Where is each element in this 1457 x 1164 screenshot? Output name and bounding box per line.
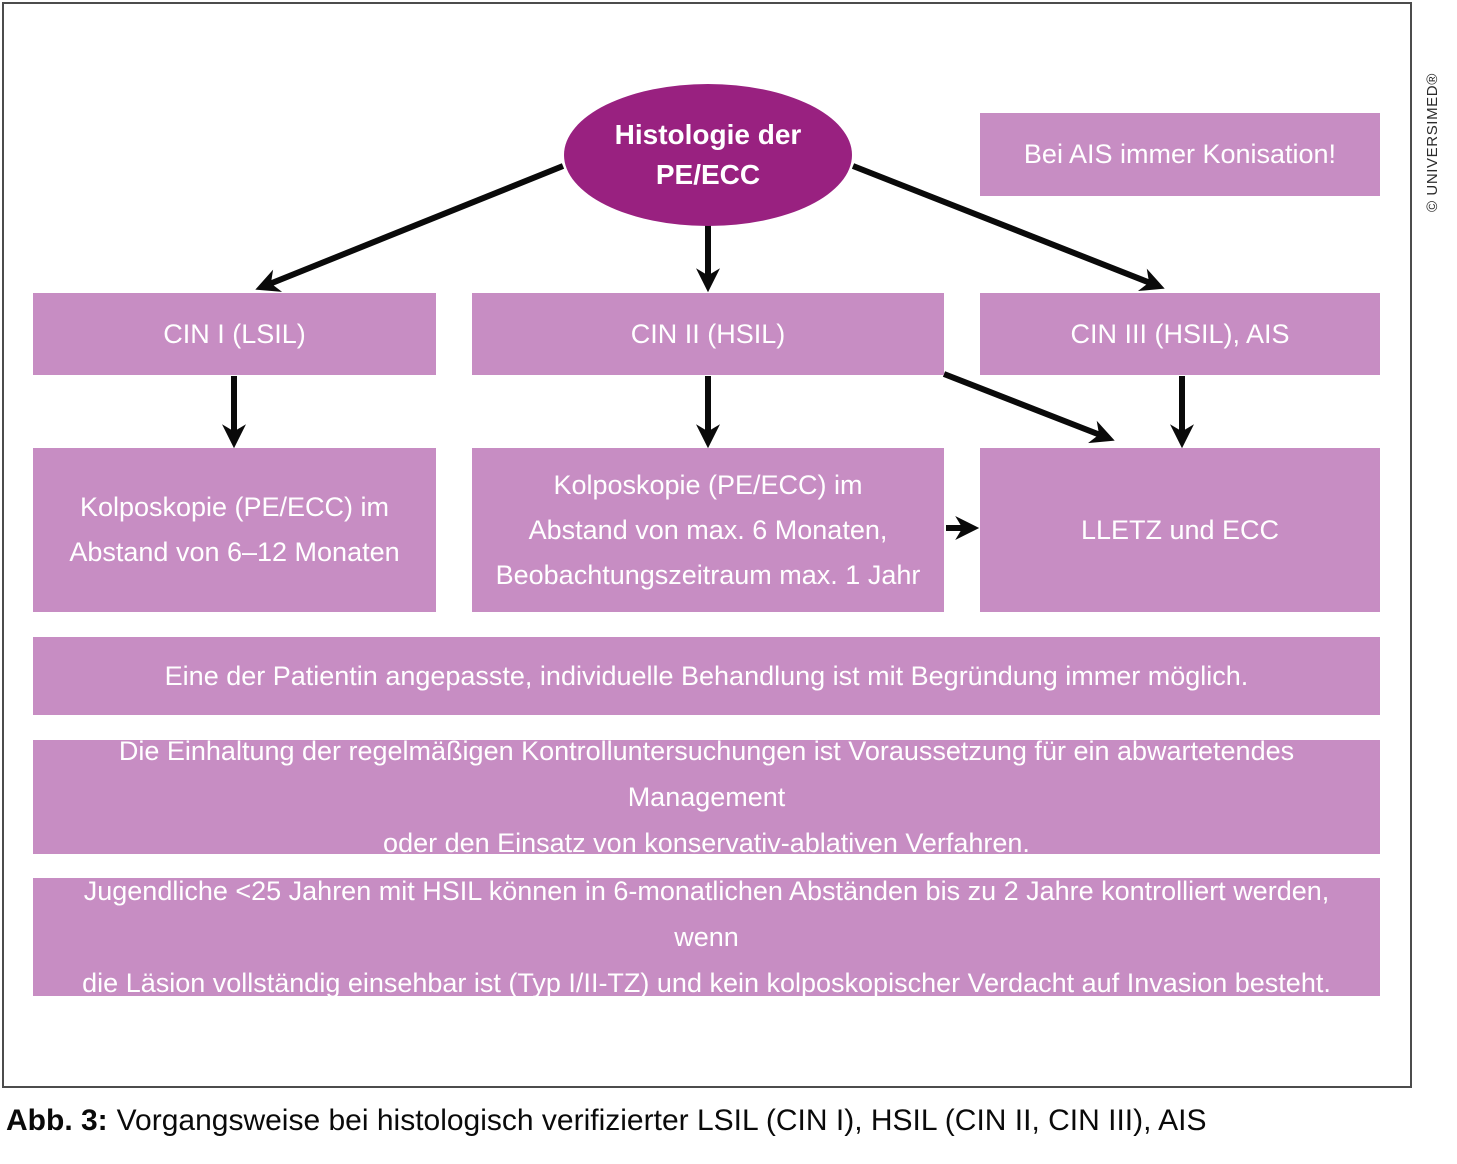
note-jugendliche-hsil-line2: die Läsion vollständig einsehbar ist (Ty… [82,968,1331,998]
root-node-line2: PE/ECC [655,159,761,190]
node-kolposkopie-max6-line2: Abstand von max. 6 Monaten, [528,514,888,545]
note-ais-konisation: Bei AIS immer Konisation! [980,113,1380,196]
figure-caption-text: Vorgangsweise bei histologisch verifizie… [116,1104,1207,1137]
node-cin2-hsil: CIN II (HSIL) [472,293,944,375]
note-jugendliche-hsil: Jugendliche <25 Jahren mit HSIL können i… [33,876,1380,998]
node-lletz-ecc: LLETZ und ECC [980,448,1380,612]
node-cin2-hsil-label: CIN II (HSIL) [630,318,786,349]
root-node-histologie: Histologie der PE/ECC [564,84,852,226]
root-node-line1: Histologie der [614,119,802,150]
node-kolposkopie-max6: Kolposkopie (PE/ECC) im Abstand von max.… [472,448,944,612]
note-individuelle-behandlung-line1: Eine der Patientin angepasste, individue… [164,660,1249,691]
figure-caption: Abb. 3:Vorgangsweise bei histologisch ve… [6,1104,1446,1138]
note-jugendliche-hsil-line1: Jugendliche <25 Jahren mit HSIL können i… [83,876,1330,952]
watermark-universimed: © UNIVERSIMED® [1424,73,1441,212]
node-kolposkopie-max6-line1: Kolposkopie (PE/ECC) im [553,469,863,500]
node-cin1-lsil-label: CIN I (LSIL) [163,318,306,349]
node-cin3-hsil-ais-label: CIN III (HSIL), AIS [1070,318,1290,349]
node-kolposkopie-6-12: Kolposkopie (PE/ECC) im Abstand von 6–12… [33,448,436,612]
node-kolposkopie-6-12-line1: Kolposkopie (PE/ECC) im [79,492,390,522]
node-kolposkopie-6-12-line2: Abstand von 6–12 Monaten [69,537,400,567]
note-ais-konisation-label: Bei AIS immer Konisation! [1023,139,1337,169]
node-cin1-lsil: CIN I (LSIL) [33,293,436,375]
figure-caption-label: Abb. 3: [6,1104,108,1137]
note-kontrolluntersuchungen-line2: oder den Einsatz von konservativ-ablativ… [383,828,1030,858]
node-cin3-hsil-ais: CIN III (HSIL), AIS [980,293,1380,375]
note-kontrolluntersuchungen-line1: Die Einhaltung der regelmäßigen Kontroll… [118,736,1295,812]
note-individuelle-behandlung: Eine der Patientin angepasste, individue… [33,637,1380,715]
node-kolposkopie-max6-line3: Beobachtungszeitraum max. 1 Jahr [495,559,921,590]
note-kontrolluntersuchungen: Die Einhaltung der regelmäßigen Kontroll… [33,736,1380,858]
node-lletz-ecc-label: LLETZ und ECC [1080,514,1280,545]
